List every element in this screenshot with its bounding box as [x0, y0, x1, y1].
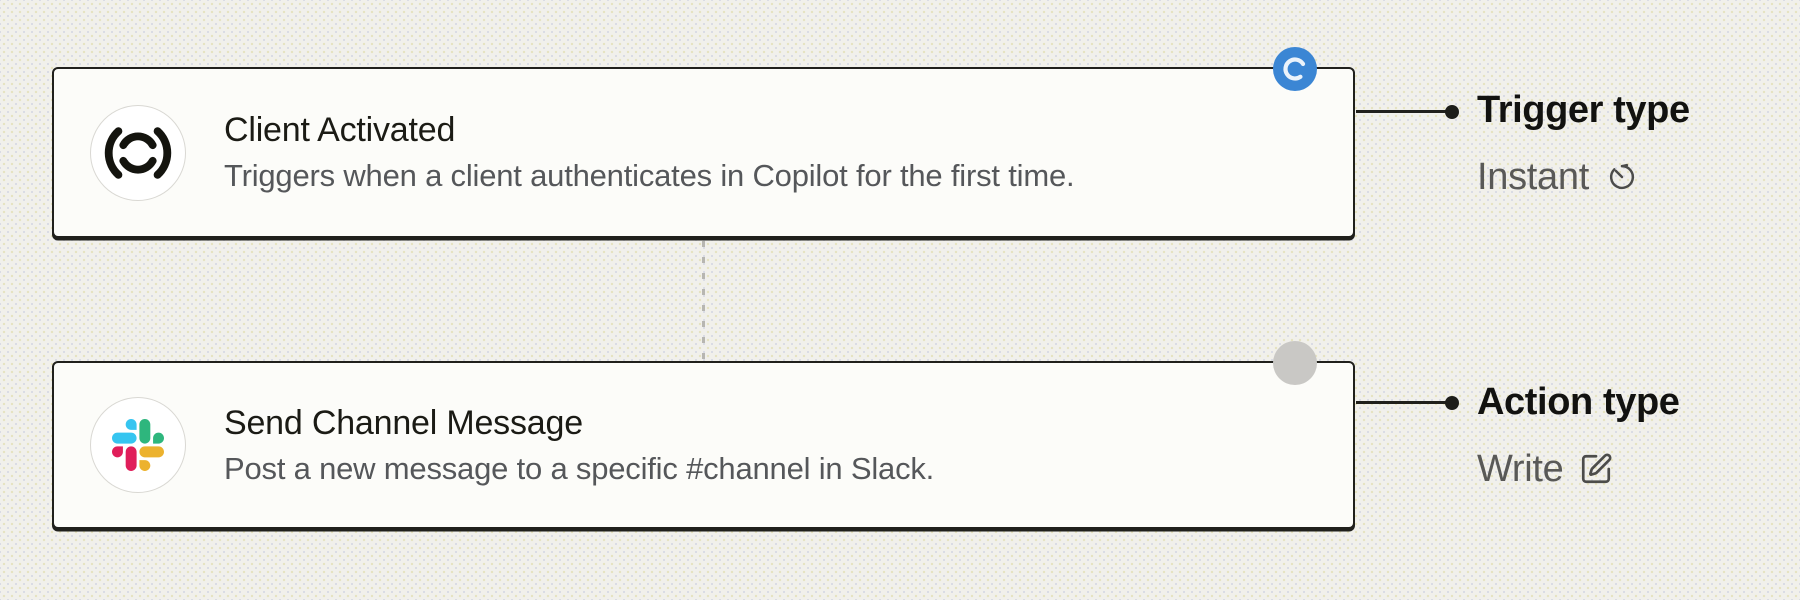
annotation-label: Action type: [1477, 381, 1680, 423]
action-annotation-connector: [1356, 395, 1459, 410]
action-step-card[interactable]: Send Channel Message Post a new message …: [52, 341, 1355, 529]
action-type-annotation: Action type Write: [1477, 380, 1680, 491]
step-description: Triggers when a client authenticates in …: [224, 158, 1075, 193]
slack-icon: [90, 397, 186, 493]
step-link-dashed-line: [702, 241, 705, 360]
connector-dot: [1445, 104, 1459, 119]
step-text-block: Client Activated Triggers when a client …: [224, 108, 1075, 197]
clock-icon: [1605, 160, 1639, 194]
step-title: Send Channel Message: [224, 403, 583, 442]
trigger-step-card[interactable]: Client Activated Triggers when a client …: [52, 47, 1355, 238]
step-text-block: Send Channel Message Post a new message …: [224, 401, 934, 490]
trigger-type-annotation: Trigger type Instant: [1477, 88, 1690, 199]
connector-dot: [1445, 395, 1459, 410]
annotation-value-row: Write: [1477, 447, 1680, 491]
annotation-value-row: Instant: [1477, 155, 1690, 199]
instant-trigger-badge: [1273, 47, 1317, 91]
spinner-icon: [1283, 57, 1307, 81]
trigger-annotation-connector: [1356, 104, 1459, 119]
step-description: Post a new message to a specific #channe…: [224, 450, 935, 486]
annotation-value: Write: [1477, 448, 1564, 490]
copilot-icon: [90, 104, 186, 201]
annotation-value: Instant: [1477, 156, 1589, 198]
action-status-badge: [1273, 341, 1317, 385]
step-title: Client Activated: [224, 111, 456, 149]
edit-icon: [1579, 452, 1613, 486]
annotation-label: Trigger type: [1477, 89, 1690, 131]
